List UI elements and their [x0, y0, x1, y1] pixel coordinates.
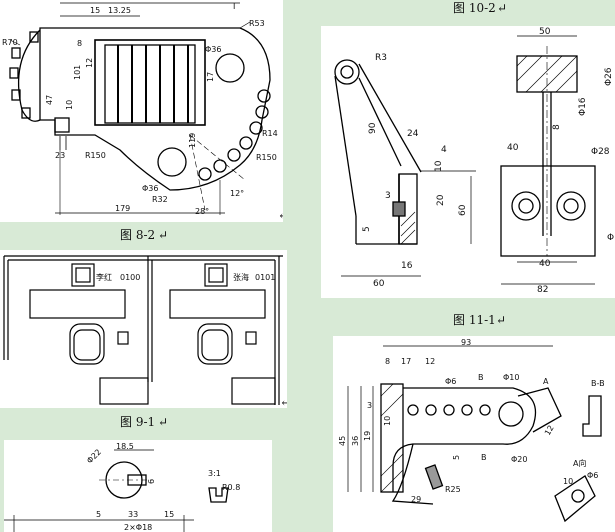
scale-3-1: 3:1: [208, 469, 221, 478]
dim-18-5: 18.5: [116, 442, 134, 451]
caption-fig-8-2: 图 8-2: [120, 228, 156, 242]
dim-10: 10: [383, 416, 392, 426]
dim-82: 82: [537, 285, 548, 295]
dim-23: 23: [55, 151, 65, 160]
caption-fig-10-2: 图 10-2: [453, 1, 496, 15]
figure-8-2-panel: 15 13.25 R53 R70 8 Φ36 101 12 47 10 23 R…: [0, 0, 283, 222]
dim-12-right: 12: [543, 424, 556, 437]
dim-6: 6: [147, 479, 156, 484]
dim-12: 12: [85, 58, 94, 68]
dim-36: 36: [351, 436, 360, 446]
caption-fig-11-1: 图 11-1: [453, 313, 496, 327]
dim-20: 20: [436, 194, 446, 206]
dim-d20: Φ20: [511, 455, 527, 464]
figure-10-2-drawing: R3 90 24 4 10 3 20 60 5 16 60 50 Φ26 Φ16…: [334, 27, 614, 295]
dim-101: 101: [73, 65, 82, 80]
dim-17: 17: [401, 357, 411, 366]
label-b-b: B-B: [591, 379, 605, 388]
dim-29: 29: [411, 495, 421, 504]
dim-10: 10: [65, 100, 74, 110]
dim-8: 8: [385, 357, 390, 366]
dim-d10: Φ10: [503, 373, 519, 382]
paragraph-mark-9-1: ↵: [280, 395, 287, 408]
figure-11-1-panel: 93 8 17 12 Φ6 Φ10 B A B-B 3 45 36 19 10 …: [333, 336, 615, 532]
dim-3: 3: [367, 401, 372, 410]
name-zhang-hai: 张海: [233, 272, 249, 282]
label-a-view: A向: [573, 458, 586, 468]
dim-d36-top: Φ36: [205, 45, 221, 54]
figure-8-2-drawing: 15 13.25 R53 R70 8 Φ36 101 12 47 10 23 R…: [2, 2, 278, 216]
caption-mark-9-1: ↵: [158, 415, 169, 429]
dim-19: 19: [363, 431, 372, 441]
dim-2xd18: 2×Φ18: [124, 523, 152, 532]
paragraph-mark: ↵: [278, 208, 283, 222]
dim-d22: Φ22: [85, 447, 103, 465]
caption-mark-11-1: ↵: [496, 313, 507, 327]
dim-179: 179: [115, 204, 130, 213]
dim-16: 16: [401, 261, 413, 271]
dim-47: 47: [45, 95, 54, 105]
dim-24: 24: [407, 129, 419, 139]
dim-r25: R25: [445, 485, 461, 494]
dim-5: 5: [452, 455, 461, 460]
figure-10-2-panel: R3 90 24 4 10 3 20 60 5 16 60 50 Φ26 Φ16…: [321, 26, 615, 298]
dim-119: 119: [188, 133, 197, 148]
dim-d16: Φ16: [578, 97, 588, 116]
dim-15: 15: [90, 6, 100, 15]
dim-r0-8: R0.8: [222, 483, 240, 492]
dim-10-view: 10: [563, 477, 573, 486]
dim-4: 4: [441, 145, 447, 155]
figure-11-1-drawing: 93 8 17 12 Φ6 Φ10 B A B-B 3 45 36 19 10 …: [338, 338, 605, 523]
dim-d6-view: Φ6: [587, 471, 598, 480]
dim-40-top: 40: [507, 143, 519, 153]
ext-0100: 0100: [120, 273, 140, 282]
dim-40-bottom: 40: [539, 259, 551, 269]
dim-r150-right: R150: [256, 153, 277, 162]
dim-r150-left: R150: [85, 151, 106, 160]
dim-12-deg: 12°: [230, 189, 244, 198]
figure-9-1-panel: 李红 0100 张海 0101 ↵: [0, 250, 287, 408]
dim-d-partial: Φ: [607, 233, 614, 243]
name-li-hong: 李红: [96, 272, 112, 282]
dim-15: 15: [164, 510, 174, 519]
caption-mark-8-2: ↵: [158, 228, 169, 242]
dim-8: 8: [77, 39, 82, 48]
dim-60-horiz: 60: [373, 279, 385, 289]
dim-13-25: 13.25: [108, 6, 131, 15]
caption-fig-9-1: 图 9-1: [120, 415, 156, 429]
dim-28-deg: 28°: [195, 207, 209, 216]
label-b-bottom: B: [481, 453, 487, 462]
dim-10: 10: [434, 160, 444, 172]
dim-50: 50: [539, 27, 551, 37]
dim-90: 90: [368, 122, 378, 134]
ext-0101: 0101: [255, 273, 275, 282]
dim-3: 3: [385, 191, 391, 201]
dim-r32: R32: [152, 195, 168, 204]
dim-d26: Φ26: [604, 67, 614, 86]
dim-r14: R14: [262, 129, 278, 138]
dim-60-vert: 60: [458, 204, 468, 216]
caption-mark-10-2: ↵: [497, 1, 508, 15]
dim-33: 33: [128, 510, 138, 519]
dim-5: 5: [96, 510, 101, 519]
dim-d6: Φ6: [445, 377, 456, 386]
dim-d28: Φ28: [591, 147, 610, 157]
dim-93: 93: [461, 338, 471, 347]
label-a: A: [543, 377, 549, 386]
figure-9-1-drawing: 李红 0100 张海 0101: [3, 255, 283, 405]
dim-r3: R3: [375, 53, 387, 63]
dim-17: 17: [206, 72, 215, 82]
dim-d36-bottom: Φ36: [142, 184, 158, 193]
dim-12-top: 12: [425, 357, 435, 366]
figure-bottom-panel: 18.5 Φ22 6 3:1 R0.8 5 33 15 2×Φ18: [4, 440, 272, 532]
label-b-top: B: [478, 373, 484, 382]
dim-5: 5: [362, 226, 372, 232]
dim-45: 45: [338, 436, 347, 446]
dim-8: 8: [552, 124, 562, 130]
dim-r70: R70: [2, 38, 18, 47]
dim-r53: R53: [249, 19, 265, 28]
figure-bottom-drawing: 18.5 Φ22 6 3:1 R0.8 5 33 15 2×Φ18: [4, 442, 240, 532]
dim-i: I: [233, 2, 235, 11]
